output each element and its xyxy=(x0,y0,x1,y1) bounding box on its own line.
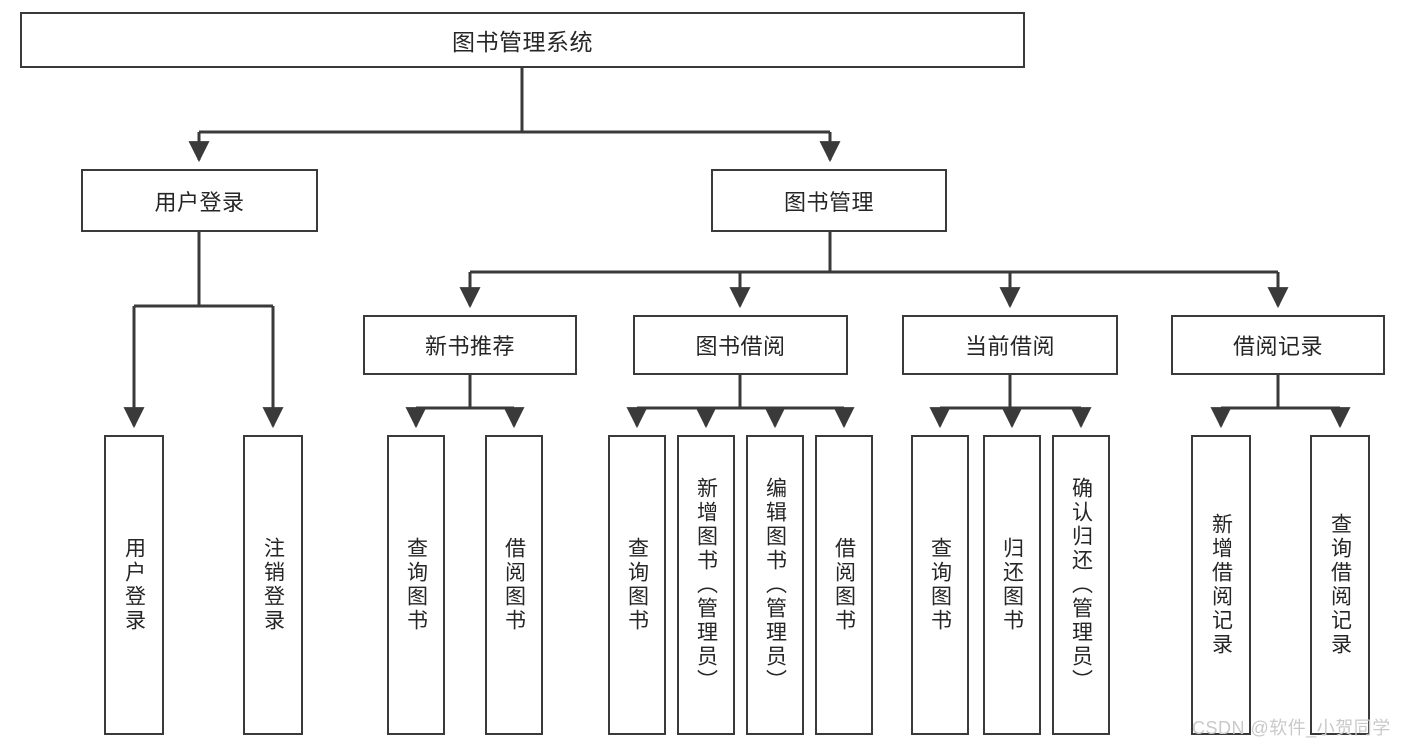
leaf-borrow-book-label: 借阅图书 xyxy=(832,537,856,633)
node-new-book-recommend-label: 新书推荐 xyxy=(424,334,515,359)
node-current-borrow-label: 当前借阅 xyxy=(964,334,1055,359)
node-user-login-label: 用户登录 xyxy=(154,189,245,215)
node-borrow-record-label: 借阅记录 xyxy=(1232,334,1323,359)
watermark: CSDN @软件_小贺同学 xyxy=(1192,718,1391,738)
leaf-query-book-borrow-label: 查询图书 xyxy=(625,537,649,633)
leaf-confirm-return-admin[interactable]: 确认归还（管理员） xyxy=(1052,435,1110,735)
leaf-query-borrow-record-label: 查询借阅记录 xyxy=(1328,513,1352,657)
leaf-return-book-label: 归还图书 xyxy=(1000,537,1024,633)
leaf-add-borrow-record-label: 新增借阅记录 xyxy=(1209,513,1233,657)
leaf-query-borrow-record[interactable]: 查询借阅记录 xyxy=(1310,435,1370,735)
leaf-edit-book-admin-label: 编辑图书（管理员） xyxy=(763,477,787,693)
leaf-user-login-label: 用户登录 xyxy=(122,537,146,633)
node-user-login[interactable]: 用户登录 xyxy=(81,169,318,232)
leaf-query-book-newbook[interactable]: 查询图书 xyxy=(387,435,445,735)
leaf-add-borrow-record[interactable]: 新增借阅记录 xyxy=(1191,435,1251,735)
node-root[interactable]: 图书管理系统 xyxy=(20,12,1025,68)
node-new-book-recommend[interactable]: 新书推荐 xyxy=(363,315,577,375)
leaf-confirm-return-admin-label: 确认归还（管理员） xyxy=(1069,477,1093,693)
leaf-borrow-book-newbook-label: 借阅图书 xyxy=(502,537,526,633)
leaf-logout-label: 注销登录 xyxy=(261,537,285,633)
leaf-add-book-admin[interactable]: 新增图书（管理员） xyxy=(677,435,735,735)
leaf-borrow-book-newbook[interactable]: 借阅图书 xyxy=(485,435,543,735)
node-root-label: 图书管理系统 xyxy=(452,29,593,55)
node-borrow-record[interactable]: 借阅记录 xyxy=(1171,315,1385,375)
node-book-management-label: 图书管理 xyxy=(783,189,874,215)
leaf-user-login[interactable]: 用户登录 xyxy=(104,435,164,735)
leaf-query-book-borrow[interactable]: 查询图书 xyxy=(608,435,666,735)
leaf-add-book-admin-label: 新增图书（管理员） xyxy=(694,477,718,693)
leaf-return-book[interactable]: 归还图书 xyxy=(983,435,1041,735)
leaf-borrow-book[interactable]: 借阅图书 xyxy=(815,435,873,735)
leaf-edit-book-admin[interactable]: 编辑图书（管理员） xyxy=(746,435,804,735)
leaf-query-book-newbook-label: 查询图书 xyxy=(404,537,428,633)
node-book-borrow-label: 图书借阅 xyxy=(695,334,786,359)
node-book-management[interactable]: 图书管理 xyxy=(711,169,947,232)
leaf-query-book-current[interactable]: 查询图书 xyxy=(911,435,969,735)
leaf-query-book-current-label: 查询图书 xyxy=(928,537,952,633)
node-book-borrow[interactable]: 图书借阅 xyxy=(633,315,848,375)
leaf-logout[interactable]: 注销登录 xyxy=(243,435,303,735)
node-current-borrow[interactable]: 当前借阅 xyxy=(902,315,1118,375)
